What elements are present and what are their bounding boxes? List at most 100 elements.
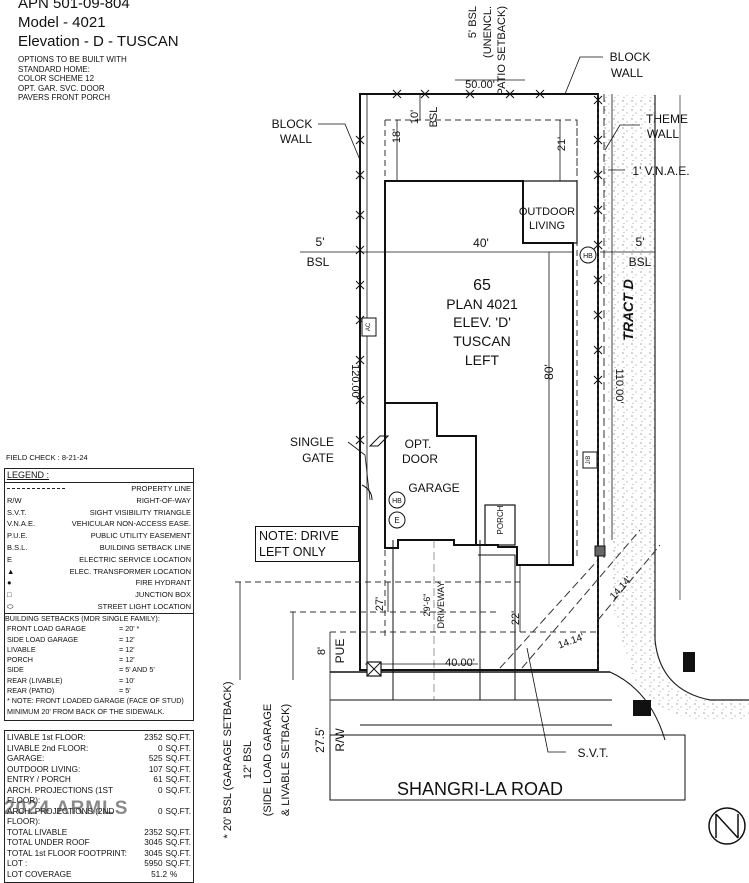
legend-row: V.N.A.E.VEHICULAR NON-ACCESS EASE. — [5, 518, 193, 530]
legend-label: PROPERTY LINE — [131, 484, 191, 493]
wall-x-marker — [465, 89, 475, 99]
legend-abbr: B.S.L. — [7, 542, 28, 552]
garage-label: GARAGE — [408, 481, 459, 495]
house-depth-dim: 80' — [542, 364, 556, 380]
rw-label: R/W — [333, 728, 347, 752]
garage-footprint — [384, 402, 477, 549]
drive-note: NOTE: DRIVE LEFT ONLY — [255, 526, 359, 562]
block-wall-right-label: WALL — [611, 66, 644, 80]
setback-label: SIDE — [7, 665, 24, 675]
wall-x-marker — [593, 135, 603, 145]
svt-line-2 — [521, 529, 641, 669]
setback-row: PORCH= 12' — [5, 655, 193, 665]
area-label: OUTDOOR LIVING: — [7, 764, 81, 774]
model-label: Model - 4021 — [18, 14, 106, 31]
porch-slab — [484, 504, 516, 546]
block-wall-left-label: WALL — [280, 132, 313, 146]
setbacks-table: BUILDING SETBACKS (MDR SINGLE FAMILY): F… — [4, 612, 194, 721]
gate-swing-icon — [361, 484, 373, 501]
legend-row: ● FIRE HYDRANT — [5, 577, 193, 589]
outdoor-living-slab — [523, 180, 578, 244]
area-label: TOTAL LIVABLE — [7, 827, 68, 837]
front-width-dim: 40.00' — [445, 657, 475, 669]
junction-box-icon: □ — [7, 590, 12, 600]
curb-return — [609, 671, 666, 741]
vnae-label: 1' V.N.A.E. — [632, 164, 689, 178]
wall-x-marker — [593, 170, 603, 180]
area-value: 3045 — [144, 848, 163, 858]
wall-x-marker — [355, 280, 365, 290]
legend-label: RIGHT-OF-WAY — [136, 495, 191, 505]
area-unit: SQ.FT. — [165, 806, 191, 816]
hb-label: HB — [392, 498, 402, 505]
pue-dim: 8' — [316, 647, 328, 655]
setback-value: = 20' * — [119, 624, 140, 634]
setback-label: FRONT LOAD GARAGE — [7, 624, 86, 634]
dash-line — [7, 483, 67, 495]
side-load-label: (SIDE LOAD GARAGE — [262, 704, 274, 816]
outdoor-living-label: OUTDOOR — [519, 206, 575, 218]
svt-line-1 — [499, 559, 599, 669]
legend-row: ▲ ELEC. TRANSFORMER LOCATION — [5, 566, 193, 578]
legend-label: BUILDING SETBACK LINE — [99, 542, 191, 552]
area-unit: SQ.FT. — [165, 827, 191, 837]
area-value: 2352 — [144, 827, 163, 837]
legend-label: ELEC. TRANSFORMER LOCATION — [69, 566, 191, 576]
wall-x-marker — [593, 310, 603, 320]
lot-number: 65 — [473, 277, 491, 294]
setback-value: = 12' — [119, 634, 135, 644]
transformer-icon: ▲ — [7, 566, 15, 576]
legend-label: FIRE HYDRANT — [135, 578, 191, 588]
rw-dim: 27.5' — [313, 727, 327, 753]
rear-width-dim: 50.00' — [465, 79, 495, 91]
legend-title: LEGEND : — [5, 469, 193, 483]
wall-x-marker — [593, 345, 603, 355]
property-line — [359, 93, 599, 671]
hose-bib-icon — [388, 491, 406, 509]
theme-wall-label: WALL — [647, 127, 680, 141]
wall-x-marker — [505, 89, 515, 99]
setback-row: FRONT LOAD GARAGE = 20' * — [5, 624, 193, 634]
options-line: STANDARD HOME: — [18, 64, 90, 74]
wall-x-marker — [355, 170, 365, 180]
setbacks-note: * NOTE: FRONT LOADED GARAGE (FACE OF STU… — [7, 696, 184, 716]
legend-row: PROPERTY LINE — [5, 483, 193, 495]
svt-line-3 — [597, 544, 661, 621]
outdoor-living-label: LIVING — [529, 220, 565, 232]
elevation-label: Elevation - D - TUSCAN — [18, 33, 179, 50]
wall-x-marker — [593, 205, 603, 215]
right-bsl-label: BSL — [629, 255, 652, 269]
street-light-icon — [683, 652, 695, 672]
legend-abbr: E — [7, 554, 13, 564]
legend-abbr: V.N.A.E. — [7, 518, 67, 530]
style-label: TUSCAN — [453, 333, 511, 349]
rear-bsl-label: BSL — [428, 107, 440, 128]
jb-label: J/B — [586, 456, 592, 465]
hydrant-icon: ● — [7, 578, 12, 588]
options-line: COLOR SCHEME 12 — [18, 74, 95, 83]
wall-x-marker — [355, 435, 365, 445]
legend-row: B.S.L. BUILDING SETBACK LINE — [5, 542, 193, 554]
area-label: TOTAL UNDER ROOF — [7, 838, 90, 847]
setback-row: LIVABLE= 12' — [5, 645, 193, 655]
setback-value: = 12' — [119, 644, 135, 654]
setbacks-title: BUILDING SETBACKS (MDR SINGLE FAMILY): — [5, 614, 160, 623]
block-wall-left-label: BLOCK — [272, 117, 313, 131]
area-label: ARCH. PROJECTIONS (1ST FLOOR): — [7, 785, 113, 806]
area-unit: SQ.FT. — [165, 838, 191, 847]
house-width-dim: 40' — [473, 236, 489, 250]
area-unit: SQ.FT. — [165, 848, 191, 858]
area-unit: % — [170, 869, 178, 879]
dim-22: 22' — [510, 611, 522, 625]
legend-row: P.U.E.PUBLIC UTILITY EASEMENT — [5, 530, 193, 542]
block-wall-markers — [355, 89, 603, 445]
ac-label: AC — [366, 322, 372, 331]
